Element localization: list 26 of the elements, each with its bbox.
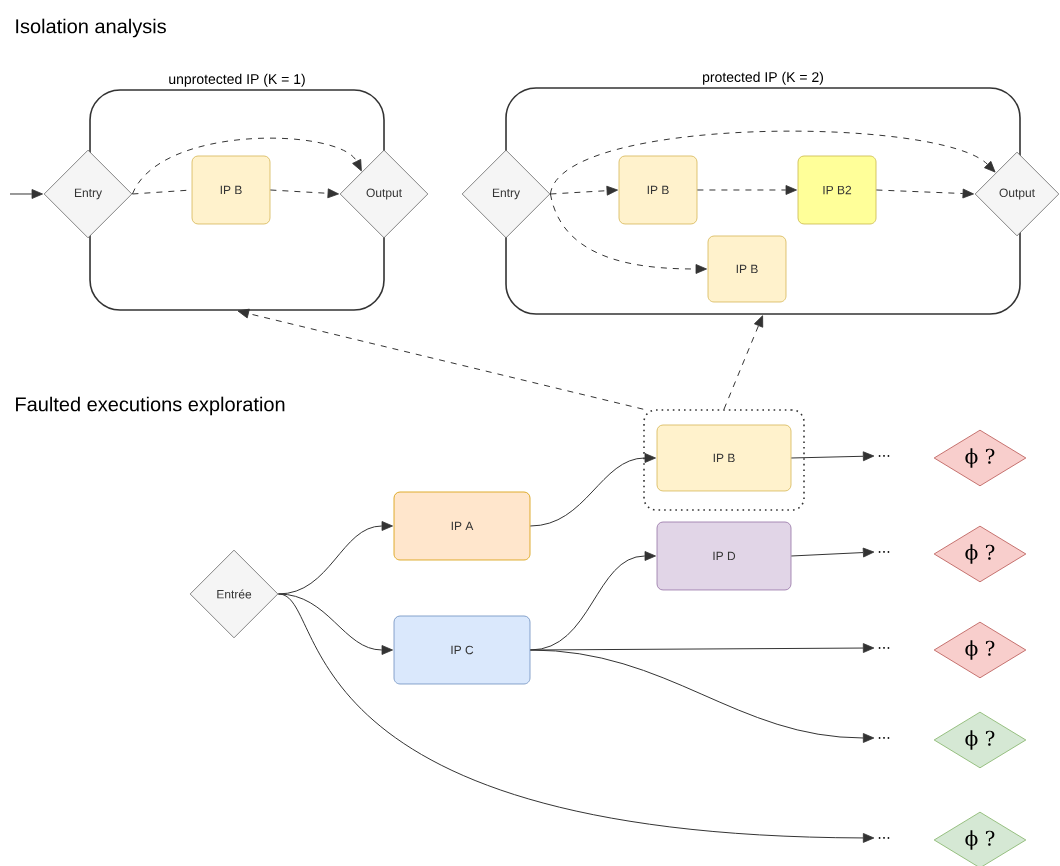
arrow — [269, 188, 339, 199]
arrow — [875, 188, 974, 199]
arrow — [529, 643, 875, 653]
ellipsis-text: ... — [878, 551, 890, 553]
arrow — [277, 593, 393, 655]
arrow — [790, 451, 875, 462]
ellipsis-text: ... — [878, 647, 890, 649]
arrow — [277, 521, 393, 595]
ellipsis-text: ... — [878, 737, 890, 739]
ellipsis-text: ... — [878, 837, 890, 839]
arrow — [237, 308, 644, 410]
arrow — [529, 453, 656, 527]
selection-box — [643, 409, 805, 511]
arrow — [790, 547, 875, 558]
section-heading: Isolation analysis — [16, 18, 166, 38]
arrow — [723, 315, 764, 410]
arrow — [529, 649, 875, 743]
ellipsis-text: ... — [878, 455, 890, 457]
arrow — [696, 185, 797, 195]
arrow — [131, 137, 362, 195]
arrow — [549, 185, 618, 196]
arrow — [549, 130, 996, 195]
arrow — [277, 593, 875, 843]
arrow — [9, 189, 43, 199]
section-heading: Faulted executions exploration — [16, 396, 285, 416]
arrow — [549, 193, 707, 274]
